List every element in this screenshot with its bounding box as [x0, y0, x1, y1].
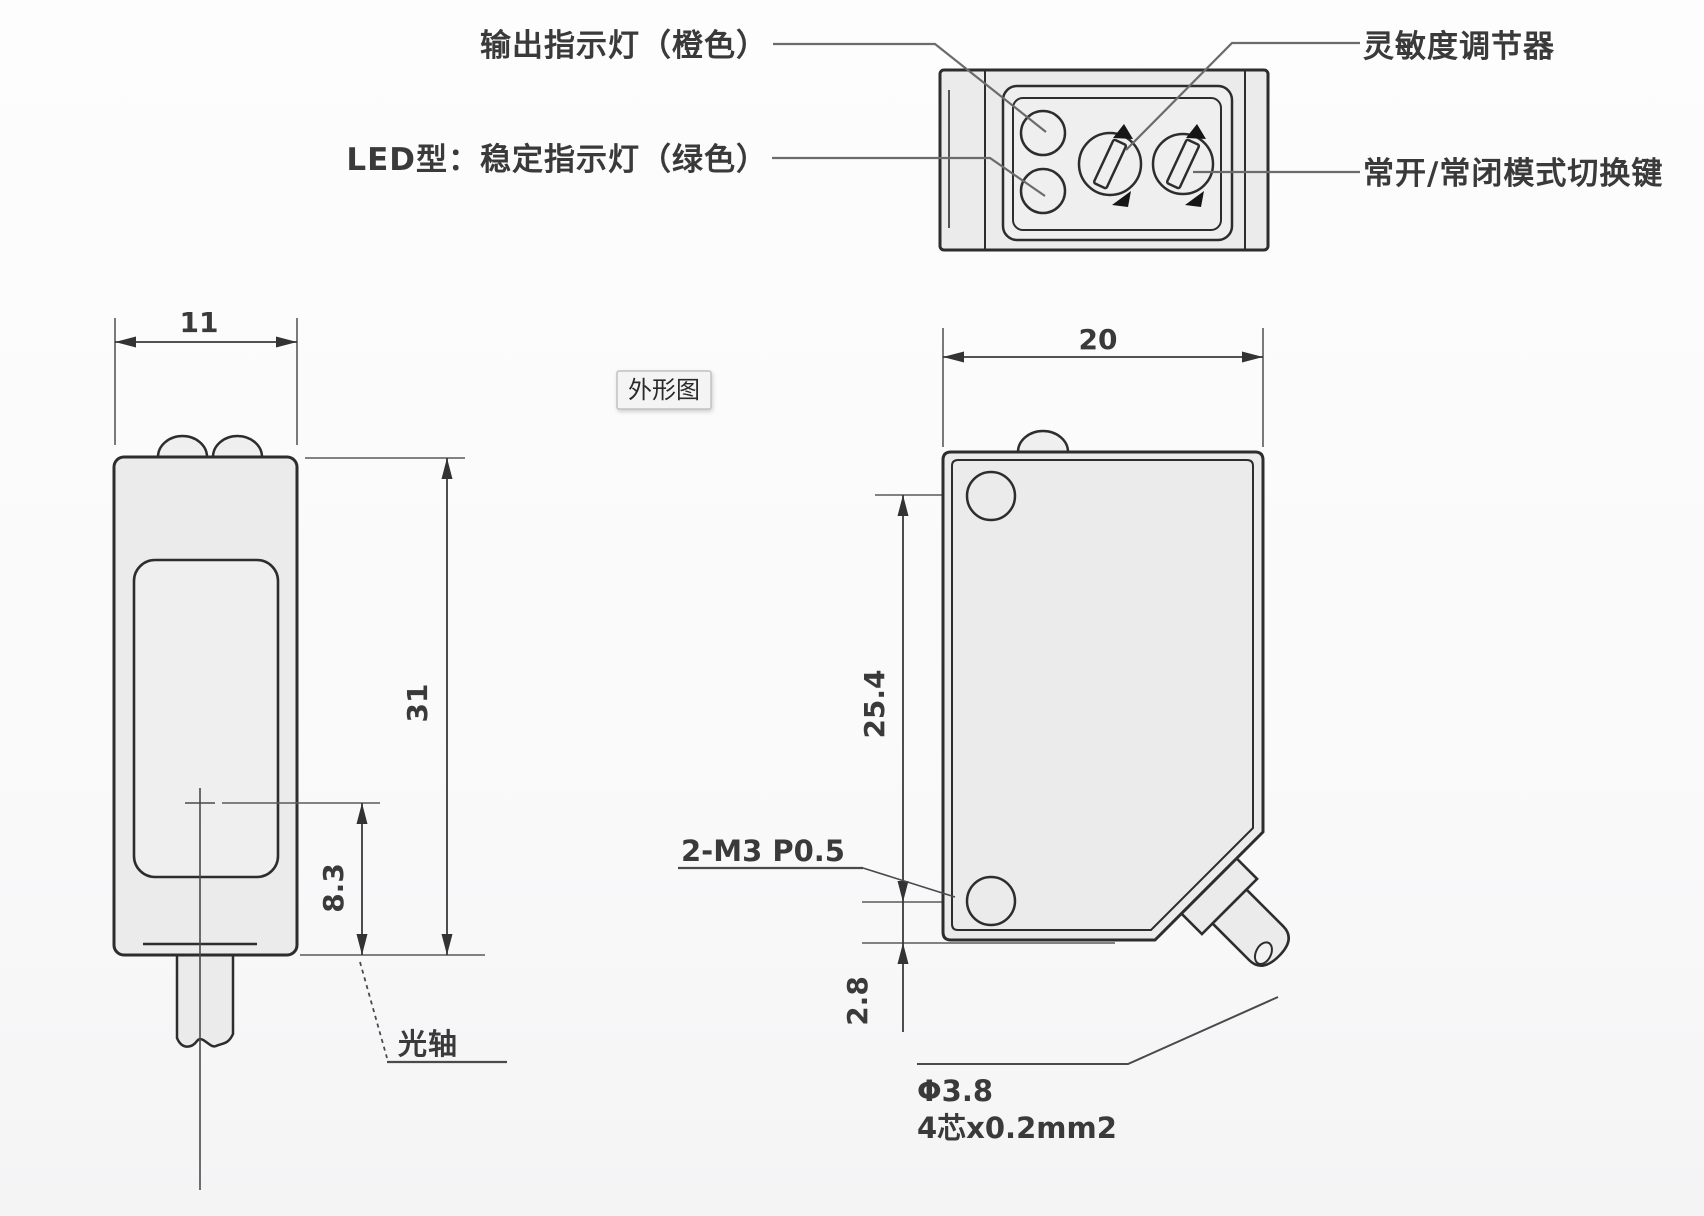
mounting-hole-top — [965, 470, 1017, 522]
side-view-housing — [941, 450, 1265, 942]
label-mode-switch: 常开/常闭模式切换键 — [1363, 156, 1663, 192]
adjuster-arrow-top — [1113, 124, 1133, 139]
label-mounting-holes: 2-M3 P0.5 — [681, 834, 845, 868]
dim-arrow — [441, 934, 453, 955]
mode-switch-dial — [1151, 124, 1215, 207]
mode-switch-slot — [1165, 138, 1201, 190]
mode-switch-arrow-bottom — [1185, 191, 1204, 207]
adjuster-slot — [1092, 138, 1128, 190]
figure-label-tag: 外形图 — [616, 370, 712, 410]
figure-label-box — [616, 370, 712, 410]
stability-indicator-led — [1019, 167, 1067, 215]
front-lens-bump-left — [156, 434, 209, 458]
leader-output-indicator — [773, 42, 1047, 133]
front-lens-window — [132, 558, 280, 879]
mounting-hole-bottom — [965, 875, 1017, 927]
front-lens-bump-right — [211, 434, 264, 458]
front-cable — [175, 955, 235, 1048]
cable-end-face — [1253, 941, 1273, 965]
dim-arrow — [1242, 351, 1263, 363]
dim-arrow — [897, 495, 909, 516]
dim-arrow — [897, 881, 909, 902]
dim-arrow — [356, 803, 368, 824]
leader-sensitivity-adjuster — [1125, 41, 1360, 151]
output-indicator-led — [1019, 109, 1067, 157]
label-optical-axis: 光轴 — [398, 1027, 458, 1061]
leader-mounting-holes — [862, 867, 956, 898]
callout-leaders — [772, 41, 1360, 197]
dim-arrow — [115, 336, 136, 348]
leader-cable-spec — [917, 996, 1279, 1065]
label-cable-spec: 4芯x0.2mm2 — [917, 1111, 1117, 1145]
dim-side-depth: 20 — [1079, 323, 1118, 356]
label-sensitivity-adjuster: 灵敏度调节器 — [1363, 29, 1555, 65]
dim-hole-to-bottom: 2.8 — [841, 976, 874, 1026]
dim-hole-spacing: 25.4 — [858, 669, 891, 738]
adjuster-arrow-bottom — [1112, 191, 1131, 207]
side-view: 20 25.4 2.8 2-M3 P0.5 Φ3.8 4芯x0.2mm2 — [678, 323, 1290, 1145]
label-cable-diameter: Φ3.8 — [917, 1074, 993, 1108]
dim-axis-offset: 8.3 — [317, 863, 350, 913]
side-cable-assembly — [1178, 855, 1290, 967]
dim-arrow — [897, 943, 909, 964]
side-top-bump — [1016, 429, 1070, 453]
side-view-housing-inner — [951, 459, 1254, 931]
mode-switch-arrow-top — [1186, 124, 1206, 139]
dim-arrow — [441, 458, 453, 479]
dim-arrow — [943, 351, 964, 363]
dim-arrow — [276, 336, 297, 348]
top-view — [938, 68, 1270, 252]
figure-label-text: 外形图 — [628, 376, 700, 404]
dim-front-height: 31 — [401, 684, 434, 723]
sensitivity-adjuster-dial — [1077, 124, 1143, 207]
dim-front-width: 11 — [180, 306, 219, 339]
leader-optical-axis — [359, 961, 388, 1059]
top-view-panel-inner — [1012, 97, 1222, 231]
label-output-indicator: 输出指示灯（橙色） — [480, 28, 768, 64]
front-view: 11 31 8.3 光轴 — [112, 306, 507, 1190]
label-stability-indicator: LED型：稳定指示灯（绿色） — [346, 142, 768, 178]
leader-stability-indicator — [772, 156, 1046, 197]
dim-arrow — [356, 934, 368, 955]
